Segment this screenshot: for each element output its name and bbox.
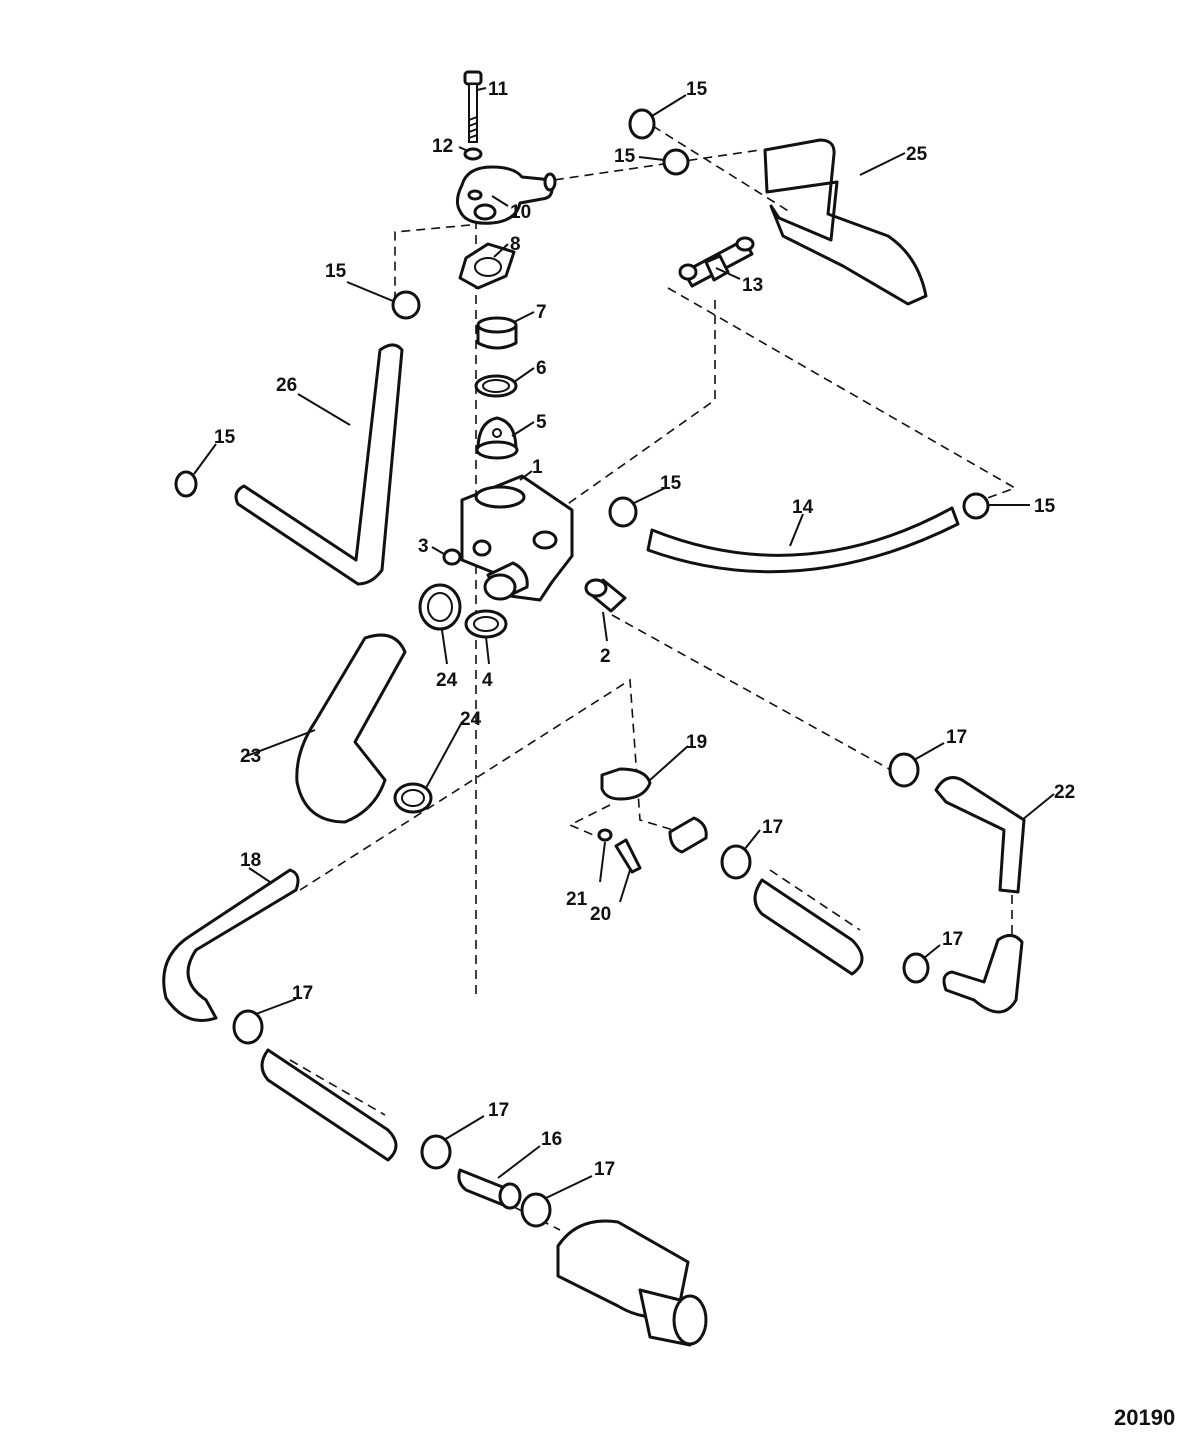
assembly-dashed-lines: [289, 117, 1017, 1231]
sleeve-upper: [668, 816, 708, 854]
hose-clamp-17: [232, 752, 930, 1228]
thermostat-5: [475, 416, 519, 460]
callout-15a: 15: [686, 79, 708, 100]
callout-17a: 17: [946, 727, 967, 748]
callout-4: 4: [482, 670, 493, 691]
water-pump: [556, 1219, 708, 1347]
callout-23: 23: [240, 746, 261, 767]
callout-21: 21: [566, 889, 588, 910]
callout-24a: 24: [436, 670, 458, 691]
callout-15b: 15: [614, 146, 636, 167]
hose-clamp-24: [393, 583, 462, 814]
callout-3: 3: [418, 536, 429, 557]
plug-3: [442, 548, 462, 566]
gasket-8: [458, 242, 516, 290]
callout-15d: 15: [214, 427, 236, 448]
callout-8: 8: [510, 234, 521, 255]
callout-14: 14: [792, 497, 814, 518]
callout-12: 12: [432, 136, 453, 157]
callout-1: 1: [532, 457, 543, 478]
hose-14: [646, 506, 960, 574]
callout-2: 2: [600, 646, 611, 667]
hose-26: [234, 343, 404, 586]
callout-17e: 17: [488, 1100, 509, 1121]
hose-22: [934, 776, 1026, 894]
hose-clamp-15: [174, 108, 990, 528]
thermostat-housing-10: [455, 165, 557, 225]
seal-ring-6: [474, 374, 518, 398]
callout-20: 20: [590, 904, 611, 925]
sleeve-16: [457, 1168, 522, 1210]
gasket-4: [464, 609, 508, 639]
callout-26: 26: [276, 375, 297, 396]
clip-19: [600, 767, 652, 801]
callout-10: 10: [510, 202, 531, 223]
bolt-11: [463, 70, 483, 143]
hose-22-lower: [942, 934, 1024, 1014]
figure-number: 20190: [1114, 1405, 1175, 1430]
hose-23: [295, 633, 407, 824]
leader-lines: [193, 87, 1055, 1199]
callout-19: 19: [686, 732, 707, 753]
callout-17d: 17: [292, 983, 313, 1004]
callout-15e: 15: [660, 473, 682, 494]
washer-12: [463, 147, 483, 161]
callout-labels: 1 2 3 4 5 6 7 8 10 11 12 13 14 15 15 15 …: [214, 79, 1075, 1180]
water-housing-1: [460, 474, 574, 602]
callout-5: 5: [536, 412, 547, 433]
washer-21: [597, 828, 613, 842]
callout-11: 11: [488, 79, 509, 100]
callout-17c: 17: [942, 929, 963, 950]
sleeve-7: [476, 316, 518, 350]
callout-13: 13: [742, 275, 763, 296]
hose-18: [162, 868, 300, 1022]
callout-24b: 24: [460, 709, 482, 730]
hose-25: [763, 138, 928, 306]
callout-17f: 17: [594, 1159, 615, 1180]
callout-15c: 15: [325, 261, 347, 282]
callout-25: 25: [906, 144, 928, 165]
screw-20: [614, 838, 642, 874]
callout-17b: 17: [762, 817, 783, 838]
fitting-2: [584, 578, 627, 613]
callout-7: 7: [536, 302, 547, 323]
callout-22: 22: [1054, 782, 1075, 803]
callout-18: 18: [240, 850, 261, 871]
callout-15f: 15: [1034, 496, 1056, 517]
callout-6: 6: [536, 358, 547, 379]
callout-16: 16: [541, 1129, 562, 1150]
cooler-lower: [260, 1048, 398, 1162]
cooler-upper: [753, 878, 864, 976]
